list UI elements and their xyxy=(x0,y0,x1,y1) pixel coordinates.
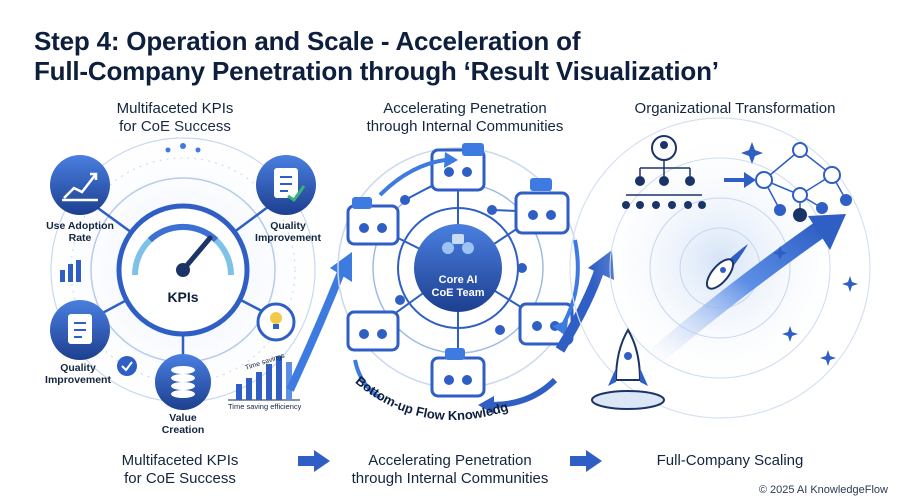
lightbulb-icon xyxy=(270,312,282,329)
flow-arrow-1 xyxy=(286,268,346,392)
check-badge-icon xyxy=(117,356,137,376)
title-line-2: Full-Company Penetration through ‘Result… xyxy=(34,56,719,86)
community-groups xyxy=(346,148,574,398)
footer-kpi-caption: Multifaceted KPIs for CoE Success xyxy=(121,452,239,487)
core-label-line-1: Core AI xyxy=(439,274,478,286)
time-saving-efficiency-label: Time saving efficiency xyxy=(228,402,302,411)
title-line-1: Step 4: Operation and Scale - Accelerati… xyxy=(34,26,581,56)
group-icon-left-top xyxy=(346,204,400,246)
group-icon-right-top xyxy=(514,191,570,235)
transformation-scene xyxy=(569,117,871,419)
community-column-header: Accelerating Penetration through Interna… xyxy=(366,100,564,135)
core-team-node xyxy=(414,224,502,312)
growth-arrow-icon xyxy=(631,219,831,379)
network-mesh-icon xyxy=(755,142,852,222)
small-bar-chart-icon xyxy=(60,260,81,282)
transformation-column-header: Organizational Transformation xyxy=(634,100,836,117)
footer-arrows xyxy=(298,450,602,472)
value-creation-label: Value Creation xyxy=(161,412,205,436)
rocket-launch-pad-icon xyxy=(591,328,665,410)
checklist-icon xyxy=(274,168,306,203)
footer-arrow-icon-2 xyxy=(586,450,602,472)
use-adoption-node xyxy=(50,155,110,215)
group-icon-bottom xyxy=(430,356,486,398)
footer-arrow-icon-1 xyxy=(314,450,330,472)
kpi-center-label: KPIs xyxy=(167,289,198,305)
core-team-icon xyxy=(442,234,474,254)
coin-stack-icon xyxy=(171,366,195,398)
quality-top-label: Quality Improvement xyxy=(255,220,321,244)
footer-community-caption: Accelerating Penetration through Interna… xyxy=(351,452,549,487)
footer-scaling-caption: Full-Company Scaling xyxy=(656,452,804,469)
use-adoption-label: Use Adoption Rate xyxy=(46,220,114,244)
trend-chart-icon xyxy=(62,172,98,202)
rocket-flying-icon xyxy=(705,244,748,290)
quality-bottom-label: Quality Improvement xyxy=(45,362,111,386)
kpi-wheel xyxy=(33,120,333,420)
community-network xyxy=(337,143,580,414)
copyright: © 2025 AI KnowledgeFlow xyxy=(758,484,888,496)
core-label-line-2: CoE Team xyxy=(432,287,485,299)
org-hierarchy-icon xyxy=(622,135,706,209)
sparkle-icons xyxy=(741,142,858,366)
clipboard-check-icon xyxy=(68,314,92,344)
chat-bubble-icons xyxy=(352,143,552,360)
time-savings-chart xyxy=(228,356,300,401)
page-title: Step 4: Operation and Scale - Accelerati… xyxy=(34,26,854,86)
group-icon-left-bottom xyxy=(346,310,400,352)
